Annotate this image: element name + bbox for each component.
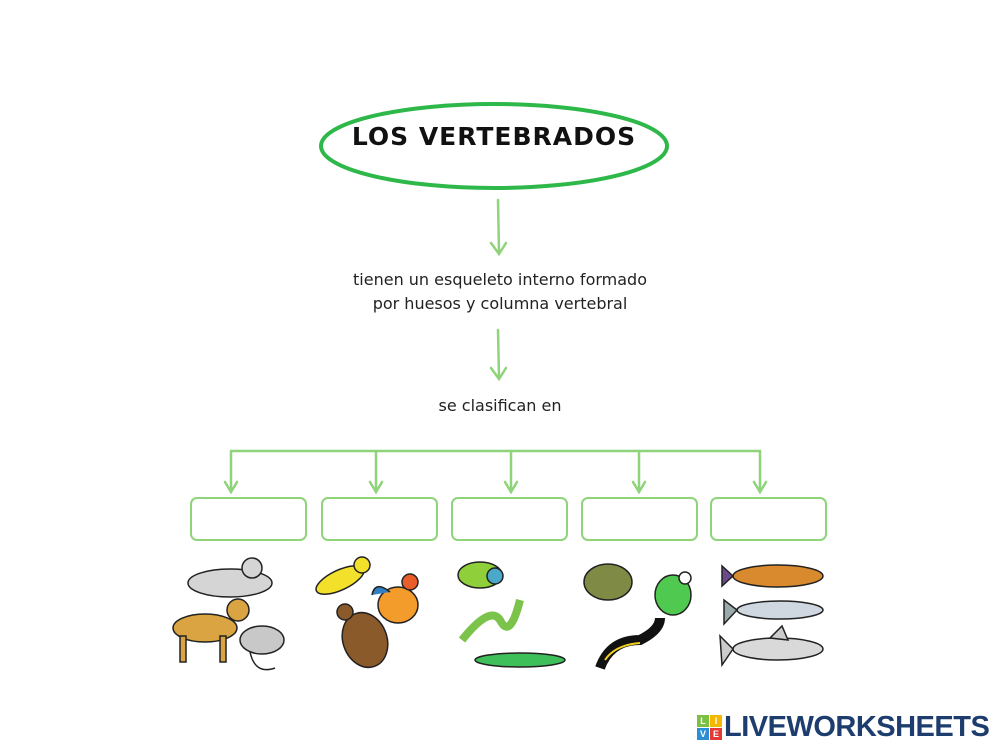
arrow-down-2 [489, 328, 508, 382]
liveworksheets-logo: L I V E LIVEWORKSHEETS [697, 710, 990, 743]
eagle-image [341, 611, 389, 669]
arrow-down-1 [489, 198, 508, 257]
branch-arrow-1 [223, 449, 239, 495]
description-line-2: por huesos y columna vertebral [372, 294, 628, 313]
mouse-image [239, 625, 285, 655]
toad-image [583, 563, 633, 601]
branch-arrow-2 [368, 449, 384, 495]
answer-box-birds[interactable] [321, 497, 438, 541]
trout-image [732, 564, 824, 588]
frog-image [654, 574, 692, 616]
snake-image [458, 599, 524, 643]
description-line-1: tienen un esqueleto interno formado [353, 270, 647, 289]
crocodile-image [474, 652, 566, 668]
answer-box-amphibians[interactable] [581, 497, 698, 541]
answer-box-mammals[interactable] [190, 497, 307, 541]
birds-illustration [315, 556, 419, 669]
shark-image [732, 637, 824, 661]
mammals-illustration [172, 557, 285, 671]
branch-arrow-3 [503, 449, 519, 495]
title-oval [319, 102, 669, 190]
classify-text: se clasifican en [438, 396, 562, 415]
logo-text: LIVEWORKSHEETS [724, 710, 990, 743]
answer-box-reptiles[interactable] [451, 497, 568, 541]
dog-image [172, 613, 238, 643]
rooster-image [377, 586, 419, 624]
answer-box-fish[interactable] [710, 497, 827, 541]
branch-arrow-5 [752, 449, 768, 495]
salamander-image [595, 617, 665, 670]
live-badge-icon: L I V E [697, 714, 722, 740]
amphibians-illustration [583, 563, 692, 670]
fish-illustration [719, 564, 824, 668]
sardine-image [736, 600, 824, 620]
branch-arrow-4 [631, 449, 647, 495]
page-title: LOS VERTEBRADOS [351, 122, 637, 151]
reptiles-illustration [457, 561, 566, 668]
